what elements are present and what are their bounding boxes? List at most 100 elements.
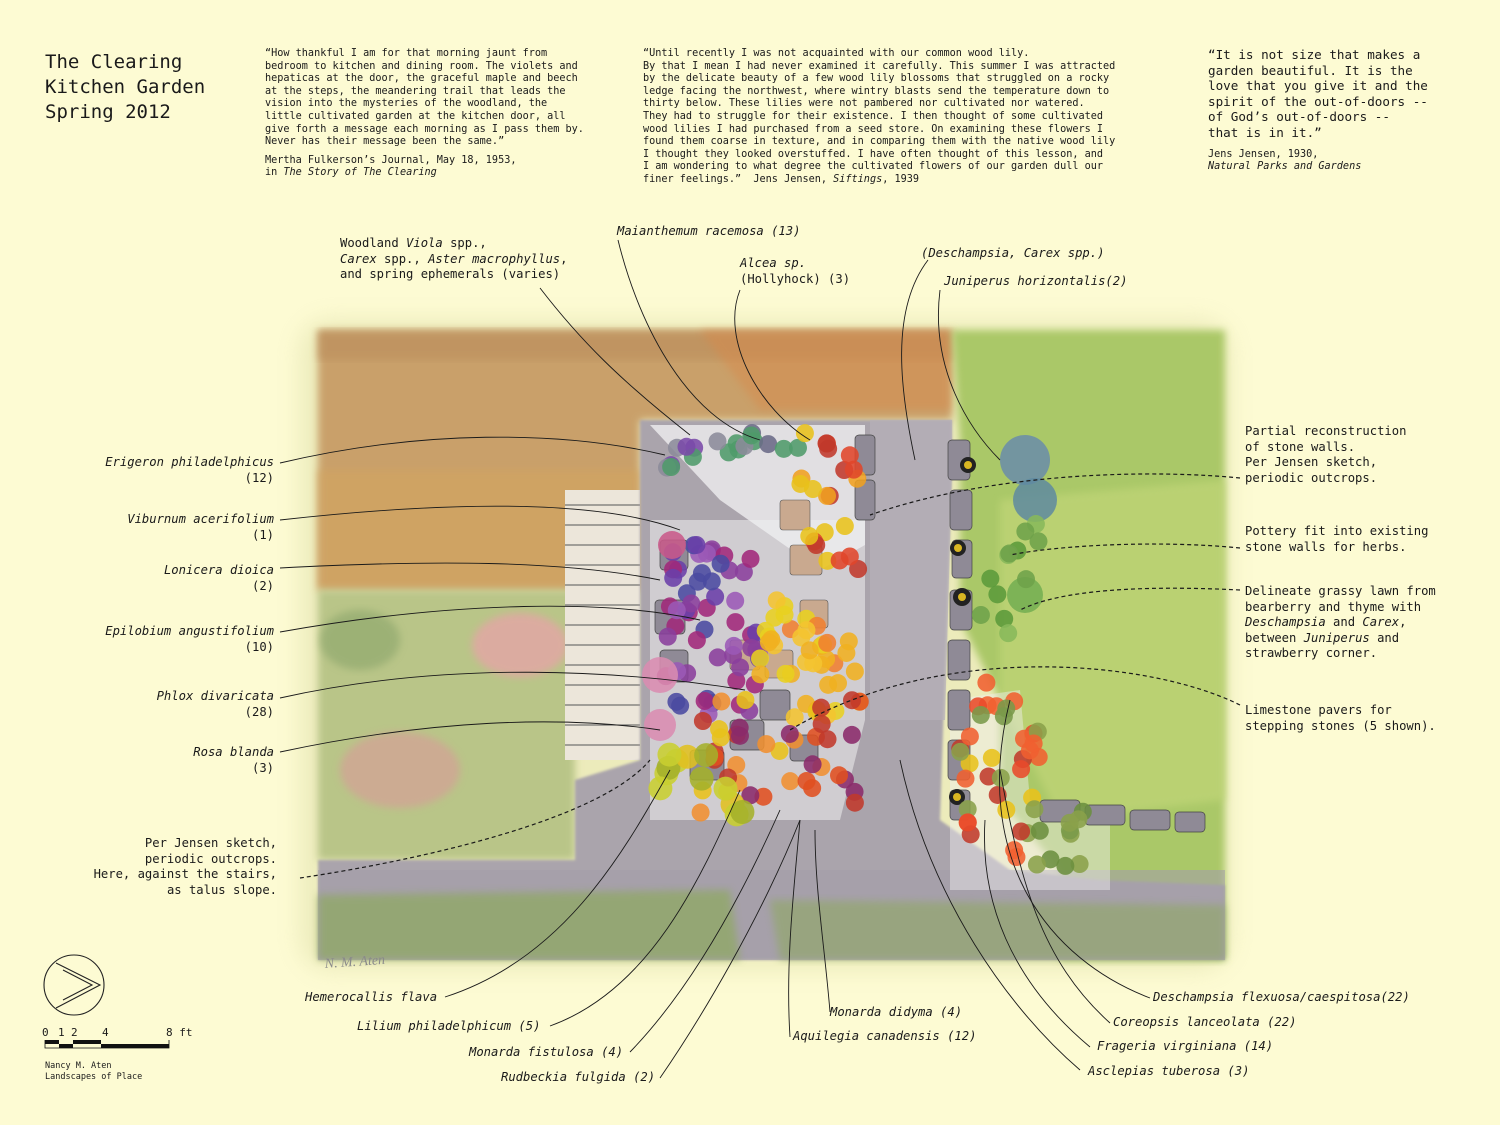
plant-dot <box>1056 856 1075 875</box>
label-lonicera: Lonicera dioica (2) <box>164 563 274 594</box>
plant-dot <box>1025 800 1044 819</box>
plant-dot <box>819 439 838 458</box>
label-hemerocallis: Hemerocallis flava <box>305 990 438 1004</box>
viburnum-count: (1) <box>251 527 274 542</box>
plant-dot <box>765 608 784 627</box>
label-monarda-didyma: Monarda didyma (4) <box>830 1005 963 1019</box>
label-asclepias: Asclepias tuberosa (3) <box>1088 1064 1250 1078</box>
scale-tick-8: 8 ft <box>166 1026 193 1039</box>
plant-dot <box>951 742 970 761</box>
plant-dot <box>724 636 743 655</box>
label-maianthemum: Maianthemum racemosa (13) <box>617 224 801 238</box>
scale-bar <box>44 1040 170 1049</box>
plant-dot <box>664 568 683 587</box>
plant-dot <box>994 707 1013 726</box>
note-pottery: Pottery fit into existing stone walls fo… <box>1245 524 1429 554</box>
plant-dot <box>648 776 673 801</box>
plant-dot <box>956 769 975 788</box>
plant-dot <box>797 621 816 640</box>
phlox-name: Phlox divaricata <box>156 689 274 703</box>
lawn-line5: strawberry corner. <box>1245 646 1378 661</box>
plant-dot <box>706 587 725 606</box>
note-grassy-lawn: Delineate grassy lawn from bearberry and… <box>1245 584 1436 662</box>
plant-dot <box>741 786 760 805</box>
artist-signature: N. M. Aten <box>323 953 385 972</box>
plant-dot <box>839 632 858 651</box>
plant-dot <box>795 424 814 443</box>
lawn-line1: Delineate grassy lawn from <box>1245 584 1436 598</box>
designer-credit: Nancy M. Aten Landscapes of Place <box>45 1061 143 1082</box>
label-epilobium: Epilobium angustifolium (10) <box>105 624 274 655</box>
plant-dot <box>691 803 710 822</box>
lonicera-name: Lonicera dioica <box>163 563 274 577</box>
quote-jensen-text: “Until recently I was not acquainted wit… <box>643 48 1116 173</box>
plant-dot <box>642 657 678 693</box>
woodland-l2-italic1: Carex <box>340 251 377 266</box>
plant-dot <box>658 627 677 646</box>
plant-dot <box>767 591 786 610</box>
plant-dot <box>762 630 781 649</box>
plant-dot <box>1027 855 1046 874</box>
planting-dots <box>642 424 1092 875</box>
plant-dot <box>842 725 861 744</box>
plant-dot <box>818 633 837 652</box>
woodland-l3: and spring ephemerals (varies) <box>340 267 561 282</box>
plant-dot <box>662 458 681 477</box>
quote-last-title: Siftings <box>833 173 883 185</box>
plant-dot <box>1029 532 1048 551</box>
plant-dot <box>702 572 721 591</box>
dashed-leaders <box>299 473 1241 879</box>
label-lilium: Lilium philadelphicum (5) <box>357 1019 541 1033</box>
plant-dot <box>844 460 863 479</box>
plant-dot <box>1012 822 1031 841</box>
label-coreopsis: Coreopsis lanceolata (22) <box>1113 1015 1297 1029</box>
note-limestone-pavers: Limestone pavers for stepping stones (5 … <box>1245 703 1436 733</box>
plant-dot <box>657 742 682 767</box>
plant-dot <box>675 744 700 769</box>
plant-dot <box>757 735 776 754</box>
plant-dot <box>711 728 730 747</box>
woodland-l1-italic: Viola <box>406 236 443 250</box>
plant-dot <box>770 741 789 760</box>
plant-dot <box>971 705 990 724</box>
plant-dot <box>845 662 864 681</box>
label-phlox: Phlox divaricata (28) <box>157 689 274 720</box>
plant-dot <box>842 691 861 710</box>
plant-dot <box>1030 821 1049 840</box>
plant-dot <box>688 572 707 591</box>
plant-dot <box>1060 813 1079 832</box>
phlox-count: (28) <box>244 704 274 719</box>
plant-dot <box>712 692 731 711</box>
cite-prefix: in <box>265 167 284 179</box>
plant-dot <box>797 772 816 791</box>
plant-dot <box>818 730 837 749</box>
plant-dot <box>958 800 977 819</box>
plant-dot <box>1005 841 1024 860</box>
quote-fulkerson-source: in The Story of The Clearing <box>265 167 605 180</box>
plant-dot <box>726 591 745 610</box>
plant-dot <box>742 426 761 445</box>
plant-dot <box>812 698 831 717</box>
lonicera-count: (2) <box>251 578 274 593</box>
woodland-l1-suffix: spp., <box>442 236 487 250</box>
quote-parks-cite: Jens Jensen, 1930, <box>1208 148 1319 160</box>
plant-dot <box>751 665 770 684</box>
lawn-line2: bearberry and thyme with <box>1245 599 1422 614</box>
plant-dot <box>693 712 712 731</box>
plant-dot <box>1012 760 1031 779</box>
plant-dot <box>791 474 810 493</box>
plant-dot <box>1000 544 1019 563</box>
plant-dot <box>1016 522 1035 541</box>
plant-dot <box>774 439 793 458</box>
label-frageria: Frageria virginiana (14) <box>1097 1039 1274 1053</box>
woodland-l2-mid: spp., <box>376 251 429 266</box>
quote-last-prefix: finer feelings.” Jens Jensen, <box>643 173 834 185</box>
plant-dot <box>687 535 706 554</box>
quote-jensen-parks: “It is not size that makes a garden beau… <box>1208 47 1478 174</box>
lawn-line4-prefix: between <box>1245 630 1304 645</box>
pottery <box>949 457 976 805</box>
juniperus-shrub <box>1000 435 1050 485</box>
rosa-name: Rosa blanda <box>193 745 274 759</box>
label-alcea: Alcea sp. (Hollyhock) (3) <box>740 256 850 287</box>
plant-dot <box>1070 855 1089 874</box>
